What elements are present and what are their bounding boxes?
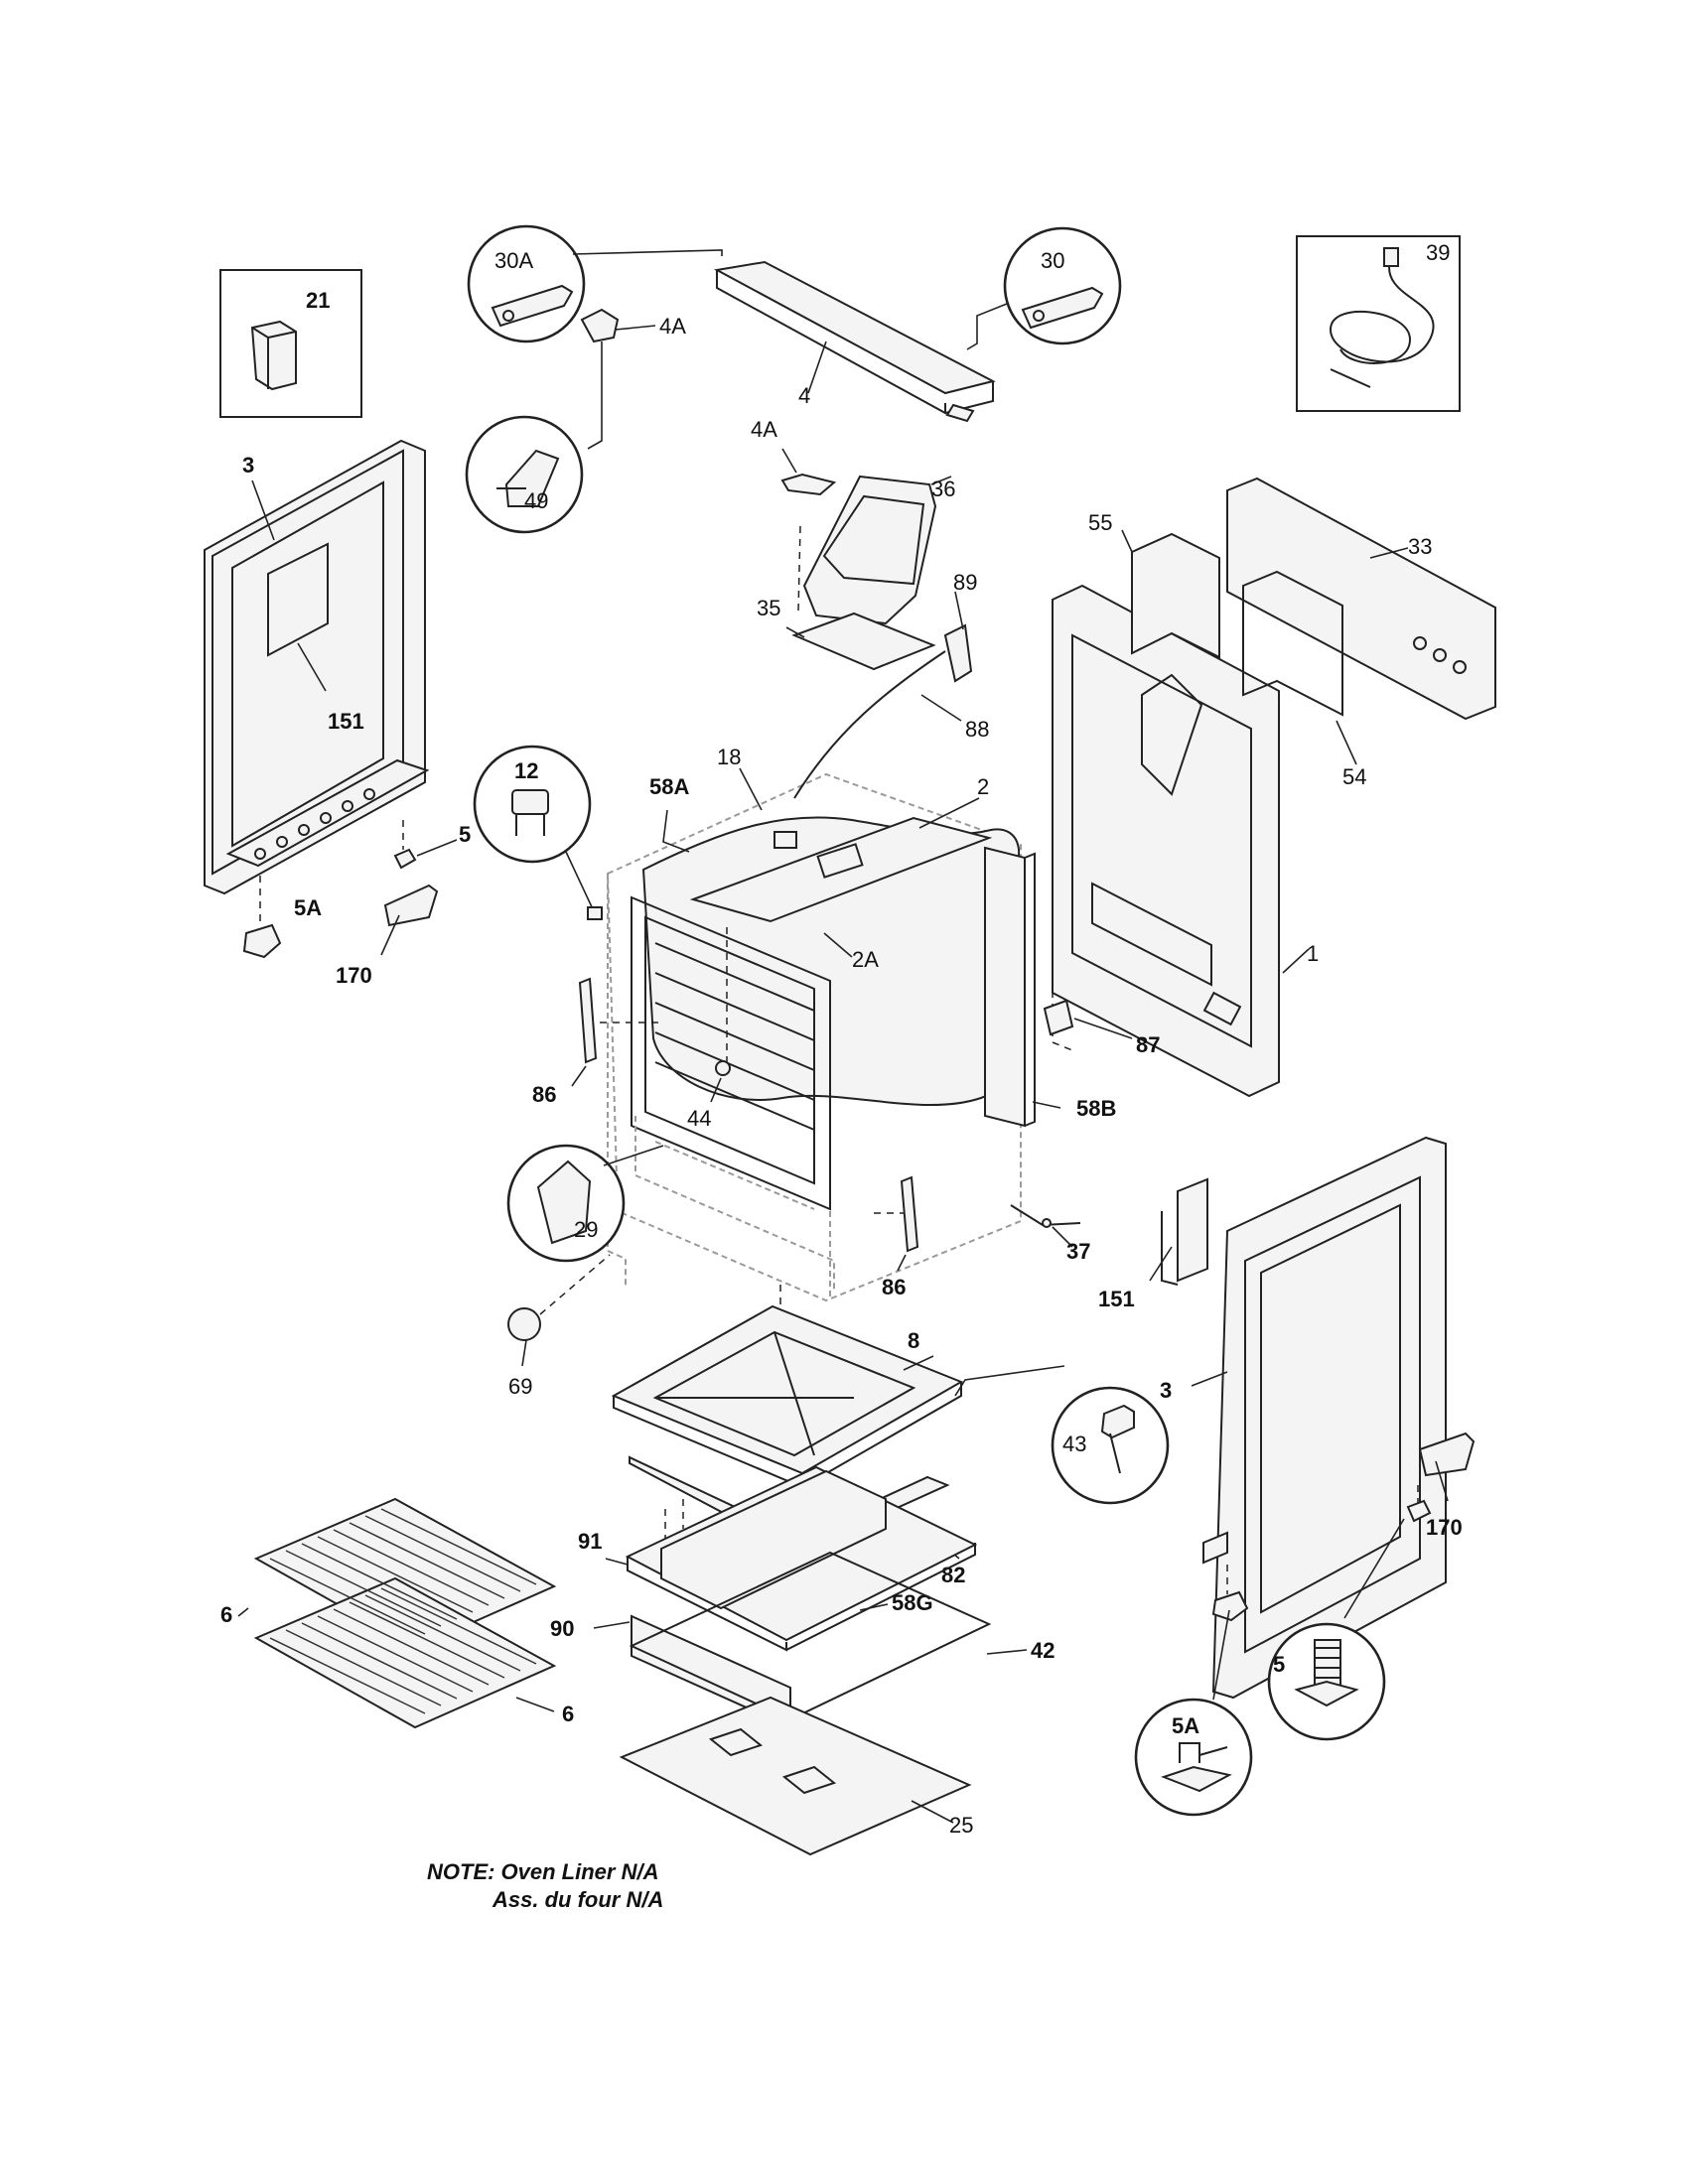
parts-right-levelers: 170: [1211, 1432, 1476, 1622]
label-42: 42: [1031, 1638, 1055, 1663]
part-4-top-bracket: 4: [713, 260, 996, 423]
label-30A: 30A: [494, 248, 533, 273]
inset-box-21: 21: [219, 269, 362, 418]
label-49: 49: [524, 488, 548, 513]
label-170-left: 170: [336, 963, 372, 988]
label-4A-top: 4A: [659, 314, 686, 339]
label-8: 8: [908, 1328, 919, 1353]
label-33: 33: [1408, 534, 1432, 559]
label-82: 82: [941, 1563, 965, 1587]
part-3-right-side-panel: 151 3: [1098, 1136, 1447, 1700]
callout-43: 43: [1051, 1386, 1170, 1505]
label-2A: 2A: [852, 947, 879, 972]
part-69-plug: 69: [507, 1254, 611, 1399]
label-5A-left: 5A: [294, 895, 322, 920]
parts-86-mid-37: 86 37: [874, 1175, 1090, 1299]
callout-12: 12: [473, 745, 603, 920]
parts-drawer-assembly: 91 90 58G 42 25: [550, 1465, 1055, 1856]
label-58B: 58B: [1076, 1096, 1116, 1121]
label-6-bottom: 6: [562, 1702, 574, 1726]
label-170-right: 170: [1426, 1515, 1463, 1540]
label-1: 1: [1307, 941, 1319, 966]
part-8-oven-bottom: 8: [611, 1285, 1065, 1489]
callout-5-right: 5: [1267, 1622, 1386, 1741]
label-55: 55: [1088, 510, 1112, 535]
label-29: 29: [574, 1217, 598, 1242]
label-5A-right: 5A: [1172, 1713, 1199, 1738]
callout-30: 30: [966, 226, 1122, 350]
label-3-left: 3: [242, 453, 254, 478]
label-86-mid: 86: [882, 1275, 906, 1299]
callout-30A: 30A: [467, 224, 723, 343]
callout-29: 29: [506, 1144, 664, 1263]
label-2: 2: [977, 774, 989, 799]
label-44: 44: [687, 1106, 711, 1131]
parts-back-panel-1-shields: 1 55 33 54 87: [1043, 477, 1496, 1098]
part-86-left-hinge: 86: [532, 977, 659, 1107]
label-90: 90: [550, 1616, 574, 1641]
label-3-right: 3: [1160, 1378, 1172, 1403]
inset-box-39-power-cord: 39: [1296, 235, 1461, 412]
label-151-left: 151: [328, 709, 364, 734]
label-18: 18: [717, 745, 741, 769]
label-151-right: 151: [1098, 1287, 1135, 1311]
label-4A-mid: 4A: [751, 417, 777, 442]
parts-36-35-89-88: 36 35 89 88 4A: [751, 417, 989, 799]
label-88: 88: [965, 717, 989, 742]
label-54: 54: [1342, 764, 1366, 789]
parts-6-oven-racks: 6 6: [220, 1497, 574, 1729]
note-line-2: Ass. du four N/A: [492, 1887, 664, 1912]
label-21: 21: [306, 288, 330, 313]
label-36: 36: [931, 477, 955, 501]
oven-cavity-assembly: 58A 18 2 2A 44 58B: [606, 745, 1116, 1302]
label-58G: 58G: [892, 1590, 933, 1615]
label-69: 69: [508, 1374, 532, 1399]
label-5-left: 5: [459, 822, 471, 847]
callout-49: 49: [465, 415, 584, 534]
rack-wires: [269, 1508, 537, 1714]
part-4A-clip-top: 4A: [580, 308, 686, 450]
part-3-left-side-panel: 3 151: [204, 439, 430, 895]
label-58A: 58A: [649, 774, 689, 799]
label-87: 87: [1136, 1032, 1160, 1057]
label-4: 4: [798, 383, 810, 408]
label-12: 12: [514, 758, 538, 783]
parts-left-levelers: 5A 5 170: [242, 820, 471, 988]
callout-5A-right: 5A: [1134, 1609, 1253, 1817]
label-39: 39: [1426, 240, 1450, 265]
label-6-top: 6: [220, 1602, 232, 1627]
label-5-right: 5: [1273, 1652, 1285, 1677]
note-line-1: NOTE: Oven Liner N/A: [427, 1859, 659, 1884]
label-25: 25: [949, 1813, 973, 1838]
label-91: 91: [578, 1529, 602, 1554]
label-35: 35: [757, 596, 780, 620]
label-89: 89: [953, 570, 977, 595]
label-30: 30: [1041, 248, 1064, 273]
label-86-left: 86: [532, 1082, 556, 1107]
oven-liner-note: NOTE: Oven Liner N/A Ass. du four N/A: [427, 1858, 824, 1914]
label-37: 37: [1066, 1239, 1090, 1264]
label-43: 43: [1062, 1432, 1086, 1456]
